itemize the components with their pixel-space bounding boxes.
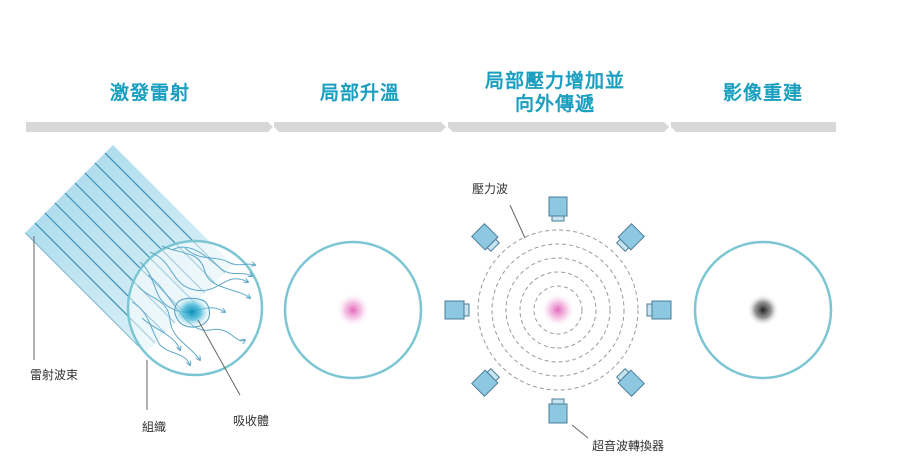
ultrasound-transducer <box>471 223 501 253</box>
ultrasound-transducer <box>548 196 568 222</box>
pressure-waves <box>477 229 639 391</box>
absorber-spot <box>172 295 212 329</box>
leader-lines-stage3 <box>509 204 589 439</box>
reconstructed-spot <box>747 294 779 326</box>
process-arrow-segment-1 <box>26 122 273 132</box>
pressure-source-spot <box>541 293 575 327</box>
leader-lines <box>33 236 241 410</box>
ultrasound-transducer <box>444 300 470 320</box>
stage-title-pressure-line1: 局部壓力增加並 <box>484 70 625 92</box>
label-transducer: 超音波轉換器 <box>592 439 665 453</box>
ultrasound-transducer <box>548 398 568 424</box>
label-laser-beam: 雷射波束 <box>30 368 79 382</box>
process-arrow-segment-3 <box>448 122 669 132</box>
process-arrow-bar <box>26 122 836 132</box>
ultrasound-transducer <box>471 367 501 397</box>
stage-title-pressure-propagation: 局部壓力增加並 向外傳遞 <box>465 70 645 116</box>
label-absorber: 吸收體 <box>233 414 270 428</box>
transducer-ring <box>444 196 672 424</box>
stage-title-image-reconstruction: 影像重建 <box>722 82 803 104</box>
stage-title-pressure-line2: 向外傳遞 <box>514 93 595 115</box>
process-arrow-segment-4 <box>671 122 836 132</box>
heated-spot <box>336 293 370 327</box>
ultrasound-transducer <box>615 367 645 397</box>
label-tissue: 組織 <box>142 420 167 434</box>
ultrasound-transducer <box>646 300 672 320</box>
ultrasound-transducer <box>615 223 645 253</box>
reconstruction-circle <box>693 240 833 380</box>
absorber-outline <box>174 297 210 328</box>
stage-title-local-heating: 局部升溫 <box>319 82 400 104</box>
label-pressure-wave: 壓力波 <box>472 182 509 196</box>
stage-title-laser-excitation: 激發雷射 <box>109 82 190 104</box>
process-arrow-segment-2 <box>274 122 446 132</box>
heating-tissue-circle <box>283 240 423 380</box>
